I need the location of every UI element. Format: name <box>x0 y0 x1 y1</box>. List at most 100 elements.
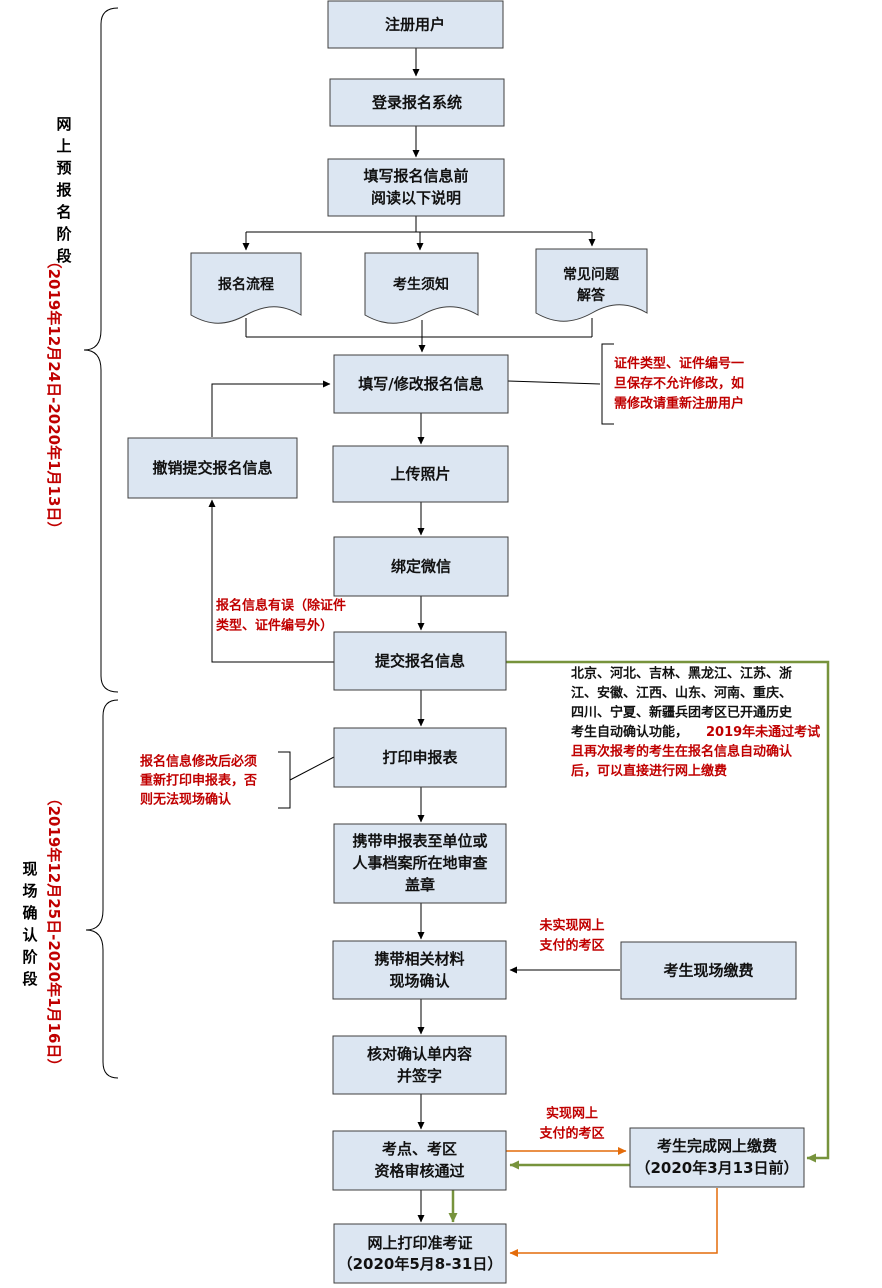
print-ticket-box <box>333 1223 507 1284</box>
reprint-note-line: 则无法现场确认 <box>140 792 232 808</box>
online-stage-char-line: 名 <box>56 203 71 221</box>
onsite-confirm-box <box>332 940 507 1000</box>
auto-confirm-line: 考生自动确认功能， <box>571 724 688 740</box>
doc-process-shape <box>190 252 302 324</box>
doc-faq-line: 解答 <box>577 287 606 304</box>
no-online-pay-line: 未实现网上 <box>538 918 604 934</box>
review-line: 资格审核通过 <box>374 1162 464 1180</box>
print-ticket-line: （2020年5月8-31日） <box>338 1255 503 1273</box>
auto-confirm-path <box>448 660 830 1223</box>
fill-info-label: 填写/修改报名信息 <box>358 375 483 393</box>
bind-wechat-label: 绑定微信 <box>391 558 451 576</box>
error-note-line: 类型、证件编号外） <box>216 618 333 634</box>
online-stage-char-line: 网 <box>56 115 71 133</box>
online-stage-char-line: 报 <box>56 181 71 199</box>
id-note-bracket <box>601 343 614 425</box>
online-stage-char-line: 上 <box>56 137 71 155</box>
auto-confirm-line: 2019年未通过考试 <box>706 724 820 740</box>
error-note-line: 报名信息有误（除证件 <box>216 598 346 614</box>
cancel-submit-label: 撤销提交报名信息 <box>152 459 272 477</box>
reprint-note-line: 重新打印申报表，否 <box>140 773 257 789</box>
online-stage-char-line: 阶 <box>56 225 72 243</box>
register-box <box>327 0 504 49</box>
onsite-stage-char-line: 段 <box>22 970 37 988</box>
read-instructions-line: 阅读以下说明 <box>371 189 461 207</box>
has-online-pay-line: 实现网上 <box>546 1106 598 1122</box>
reprint-note-bracket <box>278 751 291 809</box>
print-ticket-line: 网上打印准考证 <box>367 1234 472 1252</box>
online-stage-brace <box>83 7 119 693</box>
online-stage-date: （2019年12月24日-2020年1月13日） <box>45 254 63 537</box>
upload-photo-label: 上传照片 <box>390 465 450 483</box>
login-box <box>329 78 505 127</box>
onsite-stage-char-line: 阶 <box>22 948 38 966</box>
stamp-box <box>333 823 507 904</box>
doc-process-label: 报名流程 <box>218 276 274 293</box>
online-pay-line: （2020年3月13日前） <box>635 1159 798 1177</box>
auto-confirm-note: 北京、河北、吉林、黑龙江、江苏、浙江、安徽、江西、山东、河南、重庆、四川、宁夏、… <box>571 666 820 780</box>
login-label: 登录报名系统 <box>371 94 462 112</box>
auto-confirm-line: 北京、河北、吉林、黑龙江、江苏、浙 <box>571 666 792 682</box>
onsite-confirm-line: 携带相关材料 <box>374 950 464 968</box>
doc-faq-shape <box>535 248 648 322</box>
check-sign-line: 核对确认单内容 <box>367 1045 472 1063</box>
onsite-stage-char-line: 确 <box>22 904 37 922</box>
onsite-stage-char-line: 现 <box>22 860 37 878</box>
onsite-stage-brace <box>85 699 119 1079</box>
stamp-line: 携带申报表至单位或 <box>352 832 487 850</box>
onsite-stage-char-line: 认 <box>22 926 38 944</box>
online-pay-box <box>629 1127 805 1188</box>
auto-confirm-line: 且再次报考的考生在报名信息自动确认 <box>571 744 793 760</box>
stamp-line: 人事档案所在地审查 <box>352 854 488 872</box>
online-pay-label: 考生完成网上缴费 （2020年3月13日前） <box>635 1137 798 1177</box>
cancel-submit-box <box>127 437 298 499</box>
stamp-line: 盖章 <box>405 876 435 894</box>
onsite-stage-date: （2019年12月25日-2020年1月16日） <box>45 791 63 1074</box>
review-line: 考点、考区 <box>382 1140 457 1158</box>
onsite-stage-char-line: 场 <box>22 882 37 900</box>
print-form-label: 打印申报表 <box>382 749 458 767</box>
read-instructions-line: 填写报名信息前 <box>363 167 468 185</box>
online-stage-char-line: 预 <box>56 159 71 177</box>
onsite-pay-box <box>620 941 797 1000</box>
auto-confirm-line: 江、安徽、江西、山东、河南、重庆、 <box>571 685 792 701</box>
id-note-line: 证件类型、证件编号一 <box>614 356 744 372</box>
onsite-pay-label: 考生现场缴费 <box>663 962 753 980</box>
upload-photo-box <box>332 445 509 503</box>
register-label: 注册用户 <box>385 16 445 34</box>
doc-faq-line: 常见问题 <box>563 266 620 283</box>
id-note-line: 需修改请重新注册用户 <box>614 396 744 412</box>
connectors <box>208 48 620 1223</box>
online-pay-line: 考生完成网上缴费 <box>657 1137 777 1155</box>
has-online-pay-line: 支付的考区 <box>538 1126 604 1142</box>
id-note-line: 旦保存不允许修改，如 <box>614 376 744 392</box>
doc-notice-label: 考生须知 <box>393 276 449 293</box>
reprint-note-line: 报名信息修改后必须 <box>140 754 257 770</box>
print-ticket-label: 网上打印准考证 （2020年5月8-31日） <box>338 1234 503 1273</box>
submit-info-label: 提交报名信息 <box>375 652 465 670</box>
online-stage-char-line: 段 <box>56 247 71 265</box>
online-payment-path <box>506 1147 718 1257</box>
onsite-confirm-line: 现场确认 <box>389 972 450 990</box>
read-instructions-box <box>327 158 505 217</box>
print-form-box <box>333 727 507 788</box>
auto-confirm-line: 四川、宁夏、新疆兵团考区已开通历史 <box>571 705 793 721</box>
submit-info-box <box>333 631 507 691</box>
auto-confirm-line: 后，可以直接进行网上缴费 <box>571 763 727 779</box>
doc-notice-shape <box>364 252 479 324</box>
check-sign-box <box>332 1035 507 1095</box>
